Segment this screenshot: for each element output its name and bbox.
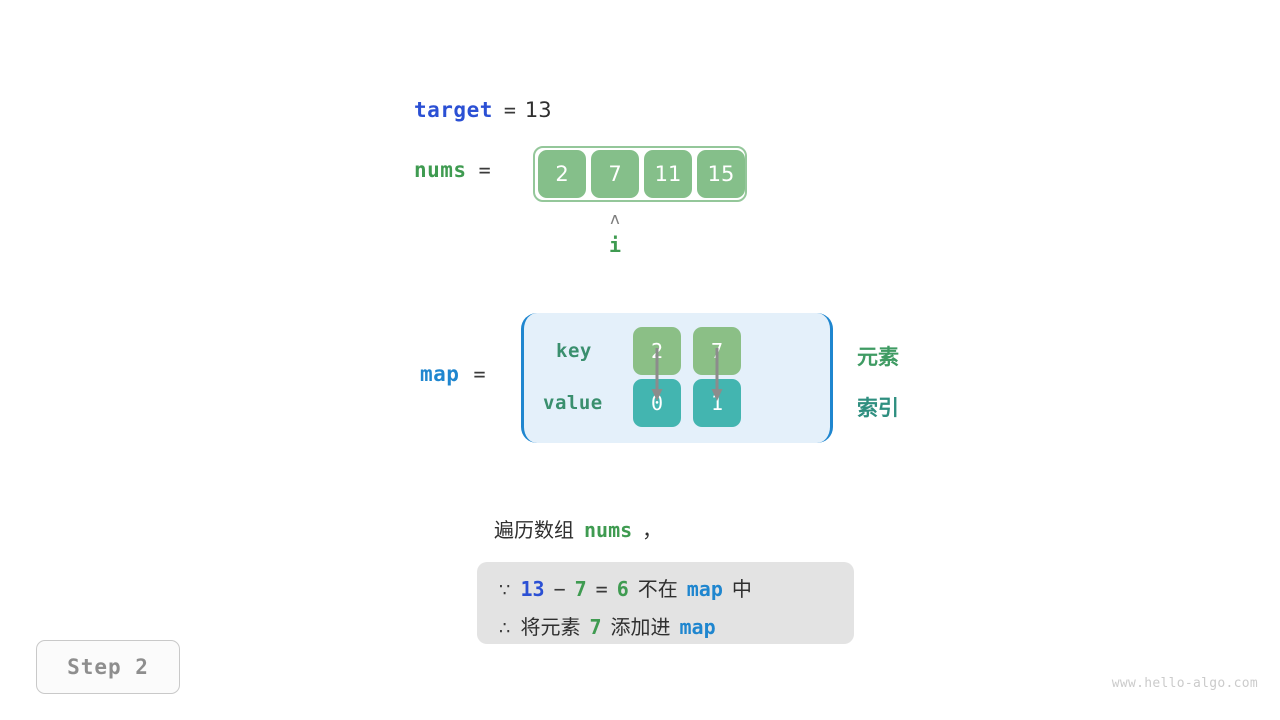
target-variable-name: target [414,98,493,122]
caption-line: 遍历数组 nums ， [494,514,662,543]
nums-variable-name: nums [414,158,467,182]
caption-prefix: 遍历数组 [494,518,574,542]
watermark-url: www.hello-algo.com [1111,676,1258,691]
key-to-value-arrow-icon [711,348,723,401]
array-cell: 15 [697,150,745,198]
note-lhs-value: 13 [520,577,545,601]
note-minus-operator: − [553,577,566,601]
target-equals-sign: = [503,98,516,122]
note-text-not-in: 不在 [637,577,678,601]
note-text-insert-into: 添加进 [610,615,671,639]
array-cell: 7 [591,150,639,198]
nums-equals-sign: = [478,158,491,182]
array-cell: 11 [644,150,692,198]
map-key-row-label: key [556,340,592,362]
step-badge-label: Step 2 [67,655,149,679]
target-assignment-row: target = 13 [414,94,552,126]
explanation-note-box: ∵ 13 − 7 = 6 不在 map 中 ∴ 将元素 7 添加进 map [477,562,854,644]
caption-code-nums: nums [584,518,633,542]
note-map-keyword: map [686,577,723,601]
note-equals-operator: = [595,577,608,601]
note-result-value: 6 [616,577,629,601]
map-assignment-row: map = [420,362,485,386]
key-to-value-arrow-icon [651,348,663,401]
pointer-caret-icon: ʌ [610,209,620,228]
side-label-index: 索引 [857,396,899,420]
note-map-keyword: map [679,615,716,639]
side-label-element: 元素 [857,345,899,369]
nums-assignment-row: nums = [414,158,491,182]
map-variable-name: map [420,362,460,386]
map-equals-sign: = [473,362,486,386]
map-value-row-label: value [543,392,603,414]
step-badge: Step 2 [36,640,180,694]
therefore-symbol: ∴ [499,618,511,639]
caption-suffix: ， [642,518,663,542]
note-text-within: 中 [731,577,752,601]
array-cell: 2 [538,150,586,198]
note-line-premise: ∵ 13 − 7 = 6 不在 map 中 [499,573,752,602]
because-symbol: ∵ [499,580,511,601]
note-line-conclusion: ∴ 将元素 7 添加进 map [499,611,716,640]
array-outer-frame [533,146,747,202]
note-added-value: 7 [589,615,602,639]
note-text-add-element: 将元素 [520,615,581,639]
note-rhs-value: 7 [574,577,587,601]
nums-array: 2 7 11 15 [538,150,745,198]
target-value: 13 [524,98,552,122]
pointer-label-i: i [608,233,622,257]
